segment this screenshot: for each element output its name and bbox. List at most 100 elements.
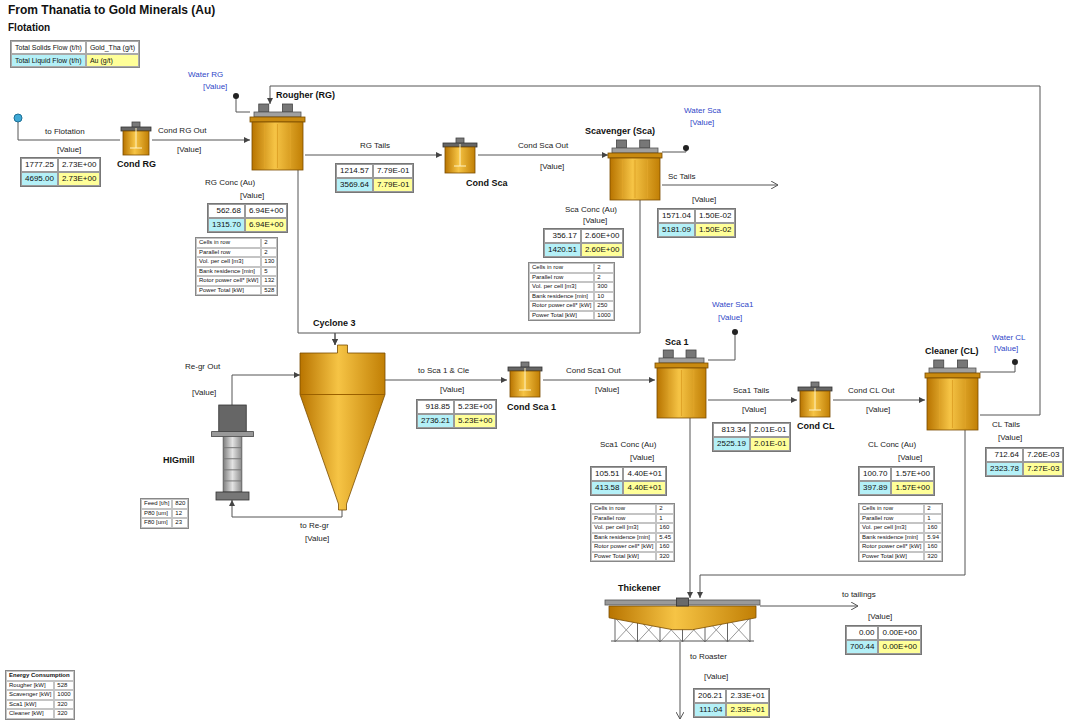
stream-label: to Roaster [690, 652, 727, 662]
stream-value: 413.58 [591, 481, 623, 495]
table-cell: Power Total [kW] [529, 311, 594, 321]
stream-value: 2.60E+00 [581, 229, 623, 243]
stream-value: 813.34 [713, 423, 750, 437]
stream-name: Re-gr Out [185, 362, 220, 372]
table-cell: Parallel row [529, 273, 594, 283]
cell-platform [659, 358, 704, 363]
stream-value: 1.50E-02 [695, 223, 735, 237]
equipment-icon [608, 140, 662, 200]
equipment-name: Cond Sca [466, 178, 508, 188]
table-cell: 320 [924, 552, 942, 562]
equipment-icon [655, 350, 708, 418]
mill-base [216, 492, 249, 500]
mixer-blade [130, 148, 142, 149]
table-cell: Vol. per cell [m3] [859, 523, 924, 533]
equipment-name: Thickener [618, 583, 661, 593]
tank-seam [647, 160, 648, 198]
legend-swatch: Total Liquid Flow (t/h) [11, 54, 86, 67]
legend-text: Au (g/t) [90, 57, 113, 64]
mill-ring [223, 447, 242, 448]
table-cell: 820 [172, 499, 188, 509]
stream-value: 3569.64 [336, 178, 373, 192]
tank-seam [693, 370, 694, 416]
stream-value: 1777.25 [21, 158, 58, 172]
cell-tank [657, 368, 706, 418]
stream-value: 2.01E-01 [750, 423, 790, 437]
stream-table: 1214.577.79E-013569.647.79E-01 [335, 163, 414, 193]
equipment-icon [797, 382, 833, 418]
stream-name: Sca1 Tails [733, 386, 769, 396]
table-cell: 23 [172, 518, 188, 528]
cyclone-body [300, 345, 385, 510]
section-heading: Flotation [8, 22, 50, 34]
parameter-table: Cells in row2Parallel row2Vol. per cell … [195, 237, 278, 296]
equipment-icon [120, 122, 152, 156]
table-cell: Cells in row [591, 504, 656, 514]
stream-label: [Value] [692, 195, 716, 205]
cell-launder [655, 363, 708, 368]
mixer-shaft [136, 128, 137, 148]
equipment-icon [605, 598, 760, 642]
cell-motor [663, 350, 673, 358]
flow-line [708, 400, 797, 401]
water-label: [Value] [718, 313, 742, 323]
table-cell: 160 [924, 542, 942, 552]
flotation-cell: Sca 1 [655, 350, 708, 418]
table-cell: Vol. per cell [m3] [591, 523, 656, 533]
table-cell: Cells in row [196, 238, 261, 248]
table-cell: Parallel row [859, 514, 924, 524]
equipment-icon [507, 362, 543, 398]
cell-tank [927, 378, 978, 430]
thickener-tank [609, 606, 756, 630]
water-label: Water CL [992, 333, 1026, 343]
table-cell: Feed [t/h] [141, 499, 172, 509]
table-cell: 12 [172, 509, 188, 519]
stream-label: [Value] [998, 433, 1022, 443]
water-label: [Value] [690, 118, 714, 128]
water-point [233, 93, 239, 99]
table-cell: 2 [656, 504, 674, 514]
table-cell: P80 [um] [141, 509, 172, 519]
parameter-table: Cells in row2Parallel row1Vol. per cell … [590, 503, 675, 562]
table-cell: 2 [594, 273, 613, 283]
legend-table: Total Solids Flow (t/h)Gold_Tha (g/t)Tot… [10, 40, 140, 68]
cell-launder [925, 373, 980, 378]
flow-line [690, 418, 691, 598]
stream-value: 7.26E-03 [1023, 448, 1063, 462]
flotation-cell: Rougher (RG) [250, 104, 305, 170]
stream-value: 100.70 [859, 467, 891, 481]
flow-line [270, 86, 1040, 415]
table-cell: Rotor power cell* [kW] [591, 542, 656, 552]
parameter-table: Cells in row2Parallel row1Vol. per cell … [858, 503, 943, 562]
table-cell: 2 [924, 504, 942, 514]
stream-label: [Value] [866, 405, 890, 415]
table-cell: 1000 [54, 690, 73, 700]
cyclone-seam [300, 394, 385, 395]
cell-launder [250, 117, 305, 122]
cell-platform [612, 148, 658, 153]
higmill: HIGmill [205, 405, 260, 500]
stream-label: [Value] [305, 534, 329, 544]
stream-table: 813.342.01E-012525.192.01E-01 [712, 422, 791, 452]
stream-value: 918.85 [417, 400, 454, 414]
table-cell: Parallel row [196, 248, 261, 258]
table-cell: 130 [261, 257, 277, 267]
water-label: [Value] [994, 344, 1018, 354]
table-cell: Rougher [kW] [6, 681, 54, 691]
mixer-shaft [460, 144, 461, 166]
table-cell: 160 [924, 523, 942, 533]
cell-motor [640, 140, 650, 148]
tank-seam [290, 124, 291, 168]
stream-value: 4.40E+01 [623, 481, 665, 495]
cell-tank [610, 158, 660, 200]
conditioner-tank: Cond Sca 1 [507, 362, 543, 398]
table-cell: 2 [261, 248, 277, 258]
table-cell: 160 [656, 542, 674, 552]
parameter-table: Cells in row2Parallel row2Vol. per cell … [528, 262, 615, 321]
table-cell: 5.45 [656, 533, 674, 543]
equipment-icon [205, 405, 260, 500]
stream-name: to Re-gr [300, 521, 329, 531]
stream-name: Sca1 Conc (Au) [600, 440, 656, 450]
tank-seam [264, 124, 265, 168]
stream-value: 2323.78 [986, 462, 1023, 476]
